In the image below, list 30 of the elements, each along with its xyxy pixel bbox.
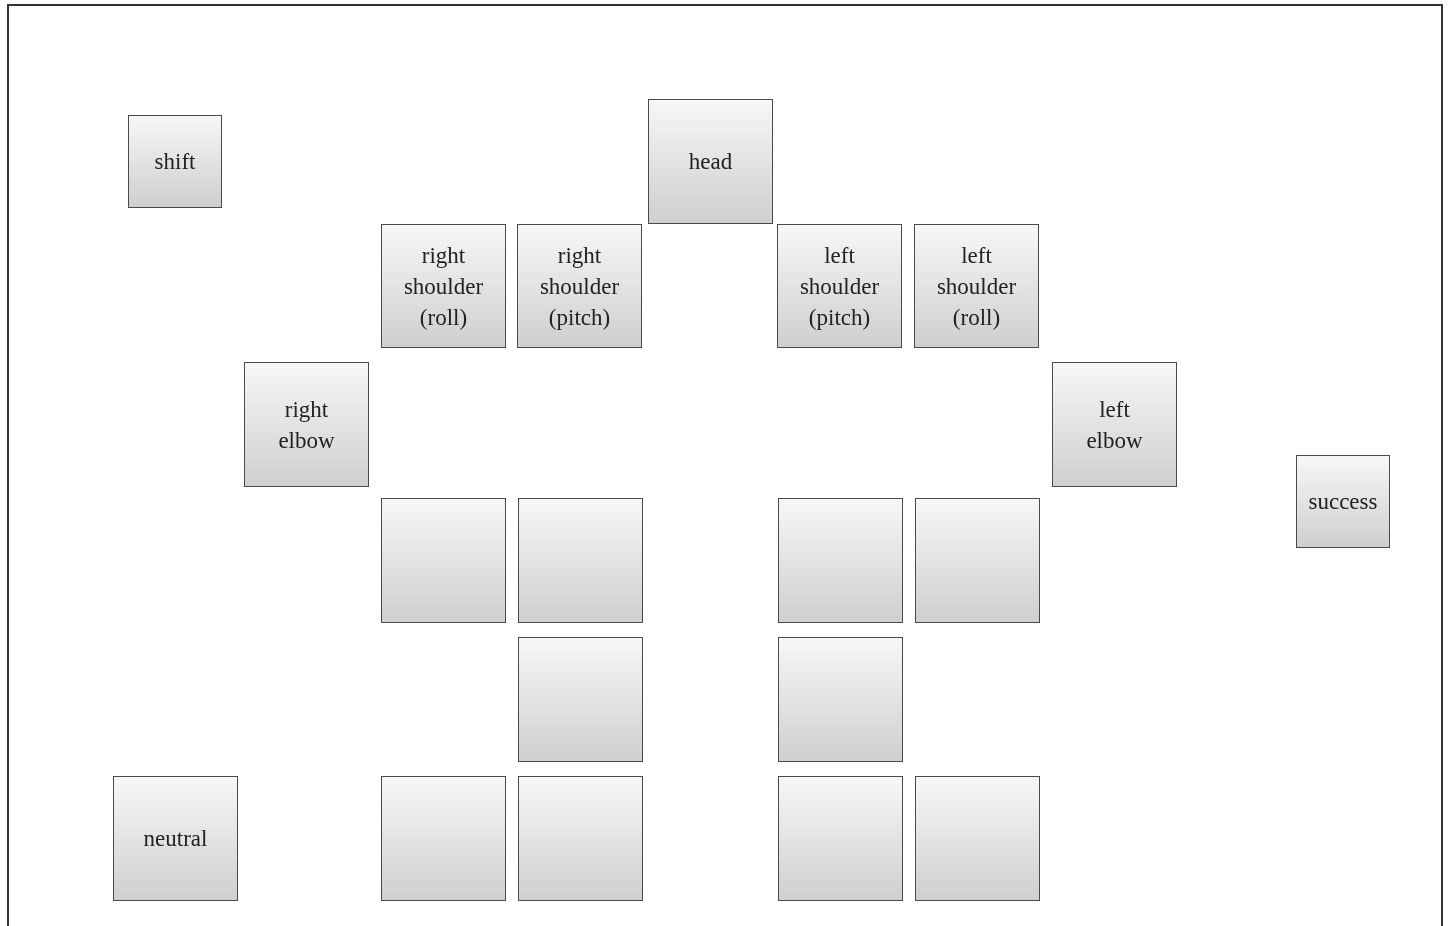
key-label: head <box>688 148 733 176</box>
key-box <box>777 224 902 348</box>
key-box <box>381 224 506 348</box>
key-box <box>244 362 369 487</box>
key-label: right shoulder (roll) <box>402 241 485 332</box>
empty-key <box>518 776 643 901</box>
key-label: left elbow <box>1085 395 1144 455</box>
empty-key <box>381 498 506 623</box>
key-box <box>113 776 238 901</box>
empty-key <box>778 637 903 762</box>
key-box <box>517 224 642 348</box>
empty-key <box>915 498 1040 623</box>
empty-key <box>778 498 903 623</box>
key-label: success <box>1308 488 1378 516</box>
key-box <box>648 99 773 224</box>
empty-key <box>518 637 643 762</box>
key-label: right elbow <box>277 395 336 455</box>
key-label: shift <box>154 148 196 176</box>
key-box <box>1052 362 1177 487</box>
empty-key <box>381 776 506 901</box>
key-label: left shoulder (roll) <box>935 241 1018 332</box>
empty-key <box>518 498 643 623</box>
key-box <box>914 224 1039 348</box>
empty-key <box>778 776 903 901</box>
key-box <box>128 115 222 208</box>
empty-key <box>915 776 1040 901</box>
key-label: right shoulder (pitch) <box>538 241 621 332</box>
key-box <box>1296 455 1390 548</box>
key-label: left shoulder (pitch) <box>798 241 881 332</box>
key-label: neutral <box>143 825 208 853</box>
